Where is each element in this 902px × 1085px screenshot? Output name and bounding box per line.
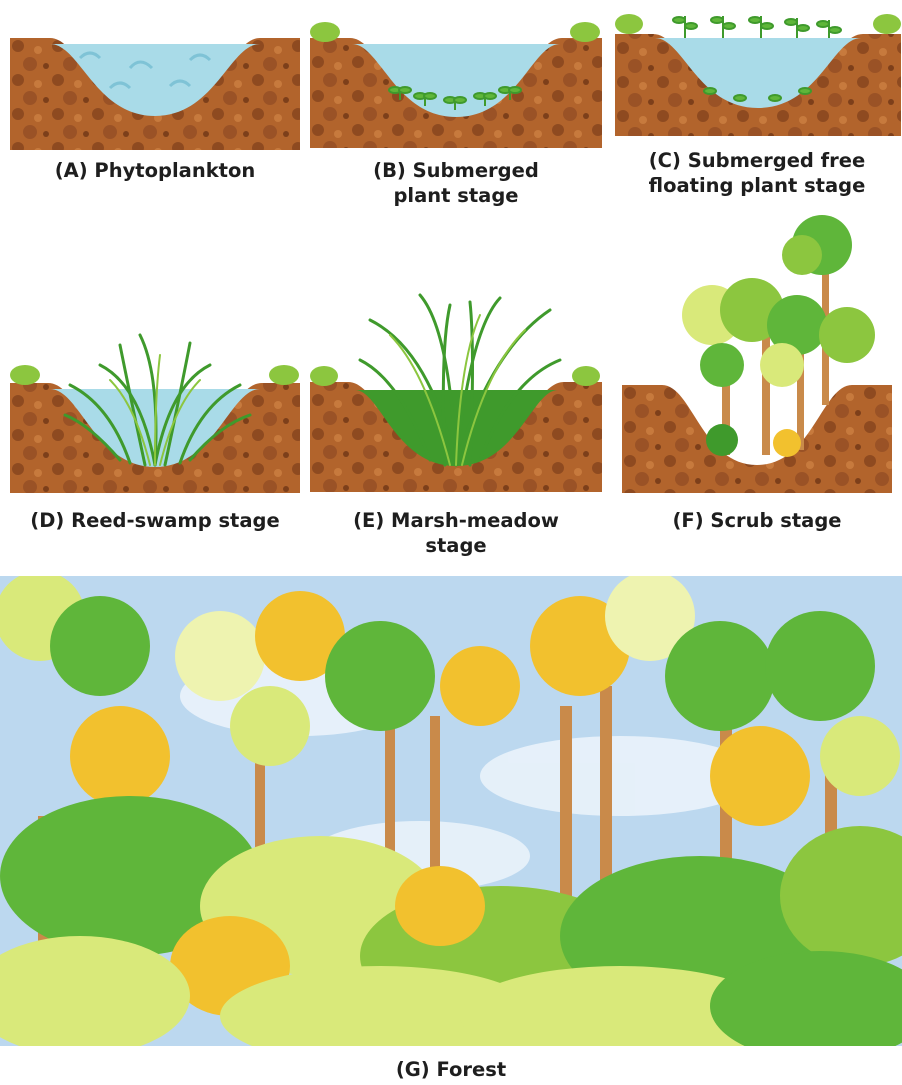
- marsh-meadow-illustration: [310, 290, 602, 492]
- bush-icon: [570, 22, 600, 42]
- panel-phytoplankton: [10, 38, 300, 150]
- panel-scrub: [622, 215, 892, 493]
- reed-swamp-illustration: [10, 325, 300, 493]
- caption-d: (D) Reed-swamp stage: [10, 508, 300, 533]
- bush-icon: [310, 366, 338, 386]
- caption-f: (F) Scrub stage: [612, 508, 902, 533]
- caption-b: (B) Submerged plant stage: [310, 158, 602, 208]
- caption-g: (G) Forest: [0, 1057, 902, 1082]
- panel-forest: [0, 576, 902, 1046]
- bush-icon: [572, 366, 600, 386]
- panel-marsh-meadow: [310, 290, 602, 492]
- caption-c: (C) Submerged free floating plant stage: [612, 148, 902, 198]
- bush-icon: [615, 14, 643, 34]
- caption-a: (A) Phytoplankton: [10, 158, 300, 183]
- panel-submerged: [310, 20, 602, 148]
- panel-floating: [615, 6, 901, 136]
- forest-illustration: [0, 576, 902, 1046]
- bush-icon: [310, 22, 340, 42]
- scrub-illustration: [622, 215, 892, 493]
- caption-e: (E) Marsh-meadow stage: [310, 508, 602, 558]
- bush-icon: [10, 365, 40, 385]
- submerged-pond-illustration: [310, 20, 602, 148]
- floating-plant-pond-illustration: [615, 6, 901, 136]
- bush-icon: [873, 14, 901, 34]
- panel-reed-swamp: [10, 325, 300, 493]
- bush-icon: [269, 365, 299, 385]
- phytoplankton-pond-illustration: [10, 38, 300, 150]
